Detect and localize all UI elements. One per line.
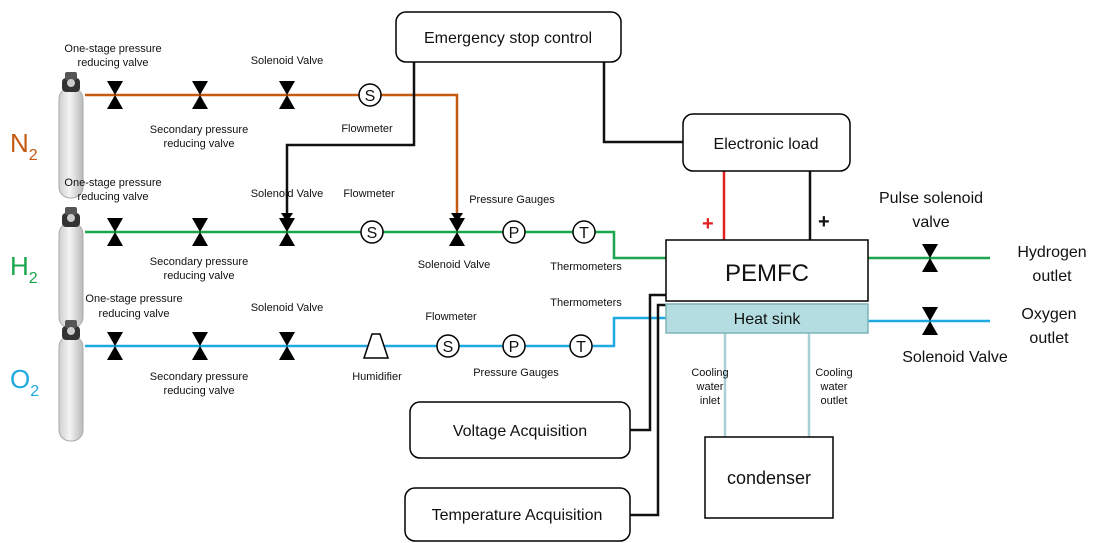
- nitrogen-pipe: [85, 93, 459, 213]
- h2-solenoid-2-label: Solenoid Valve: [418, 259, 491, 271]
- oxygen-pipe: [85, 316, 990, 348]
- svg-text:PEMFC: PEMFC: [725, 260, 809, 287]
- o2-flowmeter-label: Flowmeter: [425, 311, 477, 323]
- svg-text:T: T: [576, 339, 586, 356]
- nitrogen-arrow-icon: [451, 213, 463, 222]
- humidifier-icon: [362, 333, 390, 359]
- nitrogen-label: N2: [10, 128, 38, 164]
- svg-text:Cooling: Cooling: [815, 367, 852, 379]
- outlet-solenoid-label: Solenoid Valve: [902, 349, 1008, 366]
- svg-text:outlet: outlet: [1029, 330, 1069, 347]
- h2-one-stage-label: One-stage pressure reducing valve: [64, 177, 161, 203]
- svg-text:reducing valve: reducing valve: [164, 270, 235, 282]
- svg-text:Pulse solenoid: Pulse solenoid: [879, 190, 983, 207]
- svg-text:condenser: condenser: [727, 468, 811, 488]
- temperature-acquisition-box: Temperature Acquisition: [404, 487, 631, 542]
- o2-one-stage-label: One-stage pressure reducing valve: [85, 293, 182, 320]
- o2-pressure-gauges-label: Pressure Gauges: [473, 367, 559, 379]
- control-wires: [285, 62, 812, 517]
- cooling-water-inlet-label: Cooling water inlet: [691, 367, 728, 407]
- o2-thermometer-icon: T: [569, 334, 593, 358]
- svg-text:water: water: [820, 381, 848, 393]
- n2-flowmeter-label: Flowmeter: [341, 123, 393, 135]
- pulse-solenoid-label: Pulse solenoid valve: [879, 190, 983, 231]
- svg-text:T: T: [579, 225, 589, 242]
- h2-flowmeter-label: Flowmeter: [343, 188, 395, 200]
- svg-text:S: S: [443, 339, 454, 356]
- h2-pressure-gauge-icon: P: [502, 220, 526, 244]
- svg-text:One-stage pressure: One-stage pressure: [64, 43, 161, 55]
- voltage-acquisition-box: Voltage Acquisition: [409, 401, 631, 459]
- svg-text:Heat sink: Heat sink: [734, 311, 802, 328]
- svg-text:One-stage pressure: One-stage pressure: [85, 293, 182, 305]
- svg-text:One-stage pressure: One-stage pressure: [64, 177, 161, 189]
- cooling-lines: [723, 332, 811, 437]
- cooling-water-outlet-label: Cooling water outlet: [815, 367, 852, 407]
- h2-thermometer-icon: T: [572, 220, 596, 244]
- svg-text:Hydrogen: Hydrogen: [1017, 244, 1086, 261]
- svg-text:reducing valve: reducing valve: [164, 385, 235, 397]
- svg-text:P: P: [509, 339, 520, 356]
- svg-text:Secondary pressure: Secondary pressure: [150, 371, 248, 383]
- svg-text:reducing valve: reducing valve: [164, 138, 235, 150]
- svg-text:valve: valve: [912, 214, 949, 231]
- svg-text:reducing valve: reducing valve: [99, 308, 170, 320]
- h2-thermometers-label: Thermometers: [550, 261, 622, 273]
- h2-secondary-label: Secondary pressure reducing valve: [150, 256, 248, 282]
- positive-terminal-label: +: [702, 213, 714, 235]
- hydrogen-label: H2: [10, 251, 38, 287]
- nitrogen-cylinder: [58, 72, 84, 199]
- emergency-stop-box: Emergency stop control: [395, 11, 622, 63]
- oxygen-label: O2: [10, 364, 39, 400]
- o2-flowmeter-icon: S: [436, 334, 460, 358]
- svg-text:reducing valve: reducing valve: [78, 57, 149, 69]
- svg-text:Cooling: Cooling: [691, 367, 728, 379]
- o2-solenoid-label: Solenoid Valve: [251, 302, 324, 314]
- svg-text:Oxygen: Oxygen: [1021, 306, 1076, 323]
- h2-flowmeter-icon: S: [360, 220, 384, 244]
- pemfc-box: PEMFC: [665, 239, 869, 302]
- hydrogen-pipe: [85, 230, 990, 260]
- svg-text:inlet: inlet: [700, 395, 720, 407]
- electronic-load-box: Electronic load: [682, 113, 851, 172]
- svg-text:P: P: [509, 225, 520, 242]
- o2-thermometers-label: Thermometers: [550, 297, 622, 309]
- heat-sink-box: Heat sink: [665, 303, 869, 334]
- svg-text:Emergency stop control: Emergency stop control: [424, 30, 592, 47]
- n2-one-stage-label: One-stage pressure reducing valve: [64, 43, 161, 69]
- oxygen-cylinder: [58, 320, 84, 442]
- svg-text:S: S: [367, 225, 378, 242]
- humidifier-label: Humidifier: [352, 371, 402, 383]
- n2-flowmeter-icon: S: [358, 83, 382, 107]
- svg-text:reducing valve: reducing valve: [78, 191, 149, 203]
- svg-text:Secondary pressure: Secondary pressure: [150, 124, 248, 136]
- svg-text:Temperature Acquisition: Temperature Acquisition: [432, 507, 603, 524]
- svg-text:Secondary pressure: Secondary pressure: [150, 256, 248, 268]
- o2-pressure-gauge-icon: P: [502, 334, 526, 358]
- n2-solenoid-label: Solenoid Valve: [251, 55, 324, 67]
- hydrogen-cylinder: [58, 207, 84, 329]
- h2-solenoid-label: Solenoid Valve: [251, 188, 324, 200]
- hydrogen-outlet-label: Hydrogen outlet: [1017, 244, 1086, 285]
- svg-text:S: S: [365, 88, 376, 105]
- control-arrow-icon: [281, 213, 293, 222]
- svg-text:Voltage Acquisition: Voltage Acquisition: [453, 423, 587, 440]
- svg-text:water: water: [696, 381, 724, 393]
- negative-terminal-label: +: [818, 211, 830, 233]
- condenser-box: condenser: [704, 436, 834, 519]
- h2-pressure-gauges-label: Pressure Gauges: [469, 194, 555, 206]
- svg-text:Electronic load: Electronic load: [714, 136, 819, 153]
- svg-text:outlet: outlet: [821, 395, 848, 407]
- o2-secondary-label: Secondary pressure reducing valve: [150, 371, 248, 397]
- svg-text:outlet: outlet: [1032, 268, 1072, 285]
- n2-secondary-label: Secondary pressure reducing valve: [150, 124, 248, 150]
- oxygen-outlet-label: Oxygen outlet: [1021, 306, 1076, 347]
